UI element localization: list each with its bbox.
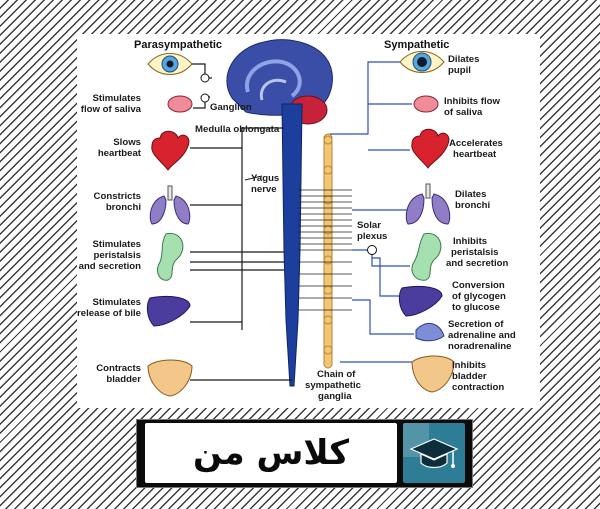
- logo-banner: کلاس من: [136, 419, 473, 488]
- right-liver-icon: [398, 285, 443, 317]
- label-accelerates-1: Accelerates: [449, 138, 503, 149]
- label-bladder-2: bladder: [106, 374, 141, 385]
- label-peristalsis-1: Stimulates: [92, 239, 141, 250]
- label-slows-heartbeat-2: heartbeat: [98, 148, 142, 159]
- label-medulla-oblongata: Medulla oblongata: [195, 124, 280, 135]
- label-chain-1: Chain of: [317, 369, 356, 380]
- ganglion-marker-2: [200, 93, 210, 103]
- label-stimulates-saliva-2: flow of saliva: [81, 104, 142, 115]
- label-constricts-bronchi-1: Constricts: [94, 191, 141, 202]
- left-bladder-icon: [147, 359, 193, 397]
- label-inhibits-bladder-1: Inhibits: [452, 360, 486, 371]
- label-inhibits-peristalsis-3: and secretion: [446, 258, 509, 269]
- label-glycogen-2: of glycogen: [452, 291, 506, 302]
- label-solar-1: Solar: [357, 220, 381, 231]
- label-peristalsis-3: and secretion: [79, 261, 142, 272]
- label-glycogen-3: to glucose: [452, 302, 500, 313]
- label-bile-2: release of bile: [77, 308, 141, 319]
- left-salivary-gland-icon: [167, 95, 193, 113]
- label-chain-2: sympathetic: [305, 380, 362, 391]
- graduation-cap-icon: [403, 423, 465, 483]
- label-bile-1: Stimulates: [92, 297, 141, 308]
- label-vagus-2: nerve: [251, 184, 277, 195]
- right-eye-icon: [399, 51, 445, 73]
- right-bladder-icon: [411, 355, 455, 393]
- label-ganglion: Ganglion: [210, 102, 252, 113]
- right-adrenal-icon: [415, 322, 445, 342]
- label-inhibits-bladder-3: contraction: [452, 382, 504, 393]
- parasympathetic-heading: Parasympathetic: [134, 39, 222, 51]
- label-stimulates-saliva-1: Stimulates: [92, 93, 141, 104]
- left-lungs-icon: [149, 185, 191, 225]
- right-stomach-icon: [411, 232, 442, 281]
- right-lungs-icon: [405, 183, 451, 225]
- label-dilates-bronchi-2: bronchi: [455, 200, 490, 211]
- spinal-cord: [281, 103, 303, 387]
- ganglion-marker: [200, 73, 210, 83]
- label-accelerates-2: heartbeat: [453, 149, 497, 160]
- right-heart-icon: [411, 128, 450, 169]
- sympathetic-heading: Sympathetic: [384, 39, 449, 51]
- label-constricts-bronchi-2: bronchi: [106, 202, 141, 213]
- label-dilates-bronchi-1: Dilates: [455, 189, 486, 200]
- label-adrenaline-1: Secretion of: [448, 319, 504, 330]
- label-adrenaline-2: adrenaline and: [448, 330, 516, 341]
- label-peristalsis-2: peristalsis: [94, 250, 141, 261]
- logo-wordmark: کلاس من: [145, 423, 397, 483]
- label-slows-heartbeat-1: Slows: [113, 137, 141, 148]
- label-inhibits-saliva-2: of saliva: [444, 107, 483, 118]
- right-salivary-gland-icon: [413, 95, 439, 113]
- logo-text: کلاس من: [193, 433, 349, 473]
- left-liver-icon: [146, 295, 191, 327]
- label-glycogen-1: Conversion: [452, 280, 505, 291]
- sympathetic-nerves: [330, 61, 414, 363]
- label-solar-2: plexus: [357, 231, 387, 242]
- label-bladder-1: Contracts: [96, 363, 141, 374]
- sympathetic-connections: [298, 189, 352, 311]
- label-inhibits-peristalsis-2: peristalsis: [451, 247, 498, 258]
- label-inhibits-bladder-2: bladder: [452, 371, 487, 382]
- label-adrenaline-3: noradrenaline: [448, 341, 511, 352]
- label-dilates-pupil-2: pupil: [448, 65, 471, 76]
- label-inhibits-peristalsis-1: Inhibits: [453, 236, 487, 247]
- label-dilates-pupil-1: Dilates: [448, 54, 479, 65]
- left-eye-icon: [147, 53, 193, 75]
- solar-plexus-marker: [367, 245, 377, 255]
- left-stomach-icon: [157, 232, 184, 281]
- left-heart-icon: [151, 130, 190, 171]
- label-vagus-1: Yagus: [251, 173, 279, 184]
- label-chain-3: ganglia: [318, 391, 352, 402]
- label-inhibits-saliva-1: Inhibits flow: [444, 96, 500, 107]
- sympathetic-chain: [323, 133, 333, 369]
